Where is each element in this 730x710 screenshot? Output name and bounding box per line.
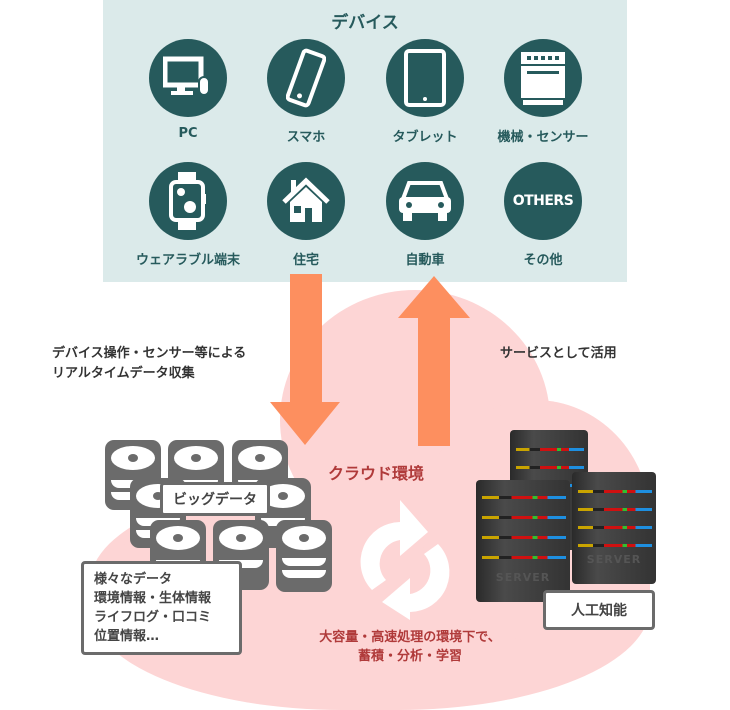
server-label: SERVER <box>586 553 642 566</box>
house-icon <box>267 162 345 240</box>
machine-icon <box>504 39 582 117</box>
cloud-caption-line1: 大容量・高速処理の環境下で、 <box>319 630 501 645</box>
database-icon <box>276 520 332 592</box>
device-pc: PC <box>118 39 258 141</box>
detail-line: ライフログ・口コミ <box>94 610 212 625</box>
device-others: OTHERS その他 <box>473 162 613 268</box>
smartphone-icon <box>267 39 345 117</box>
device-tablet: タブレット <box>355 39 495 145</box>
arrow-down <box>270 274 340 445</box>
bigdata-label: ビッグデータ <box>160 482 270 516</box>
car-icon <box>386 162 464 240</box>
detail-line: 位置情報… <box>94 629 160 644</box>
collection-note-line1: デバイス操作・センサー等による <box>52 346 247 361</box>
device-house: 住宅 <box>236 162 376 268</box>
device-machine: 機械・センサー <box>473 39 613 145</box>
collection-note: デバイス操作・センサー等による リアルタイムデータ収集 <box>52 344 246 384</box>
tablet-icon <box>386 39 464 117</box>
collection-note-line2: リアルタイムデータ収集 <box>52 366 195 381</box>
cloud-title: クラウド環境 <box>328 464 425 483</box>
cloud-caption-line2: 蓄積・分析・学習 <box>357 649 462 664</box>
cycle-icon <box>360 500 450 620</box>
pc-icon <box>149 39 227 117</box>
device-smartphone: スマホ <box>236 39 376 145</box>
cloud-caption: 大容量・高速処理の環境下で、 蓄積・分析・学習 <box>260 628 560 666</box>
detail-line: 様々なデータ <box>94 572 173 587</box>
service-note: サービスとして活用 <box>500 346 617 361</box>
device-car: 自動車 <box>355 162 495 268</box>
devices-title: デバイス <box>331 13 399 33</box>
server-icon: SERVER <box>476 480 570 602</box>
server-label: SERVER <box>495 571 551 584</box>
server-icon: SERVER <box>572 472 656 584</box>
smartwatch-icon <box>149 162 227 240</box>
detail-line: 環境情報・生体情報 <box>94 591 212 606</box>
flow-arrows <box>270 274 470 620</box>
bigdata-details: 様々なデータ 環境情報・生体情報 ライフログ・口コミ 位置情報… <box>81 561 242 655</box>
device-wearable: ウェアラブル端末 <box>118 162 258 268</box>
arrow-up <box>398 276 470 446</box>
ai-label: 人工知能 <box>543 590 655 630</box>
others-icon: OTHERS <box>504 162 582 240</box>
